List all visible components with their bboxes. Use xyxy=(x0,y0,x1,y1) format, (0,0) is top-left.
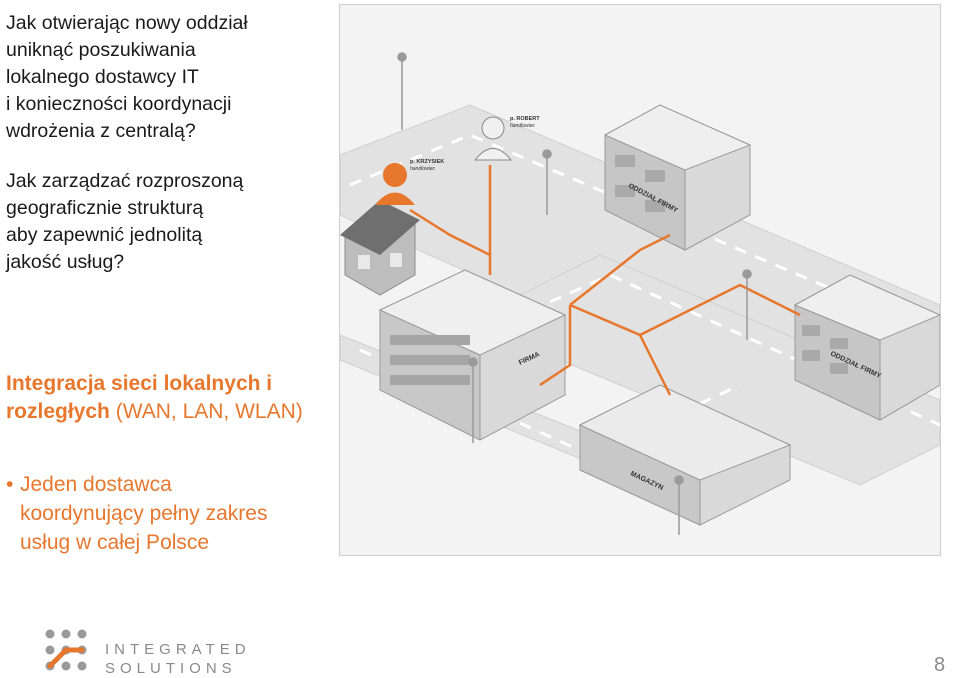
logo-line-1: INTEGRATED xyxy=(105,641,251,658)
person-robert-role: handlowiec xyxy=(510,123,536,129)
page-number: 8 xyxy=(934,654,946,676)
logo-text: INTEGRATED SOLUTIONS xyxy=(105,640,251,678)
bullet-text: Jeden dostawca koordynujący pełny zakres… xyxy=(20,473,268,554)
integration-rest: (WAN, LAN, WLAN) xyxy=(109,400,303,423)
integration-heading: Integracja sieci lokalnych i rozległych … xyxy=(6,370,336,426)
bullet-dot-icon: • xyxy=(6,473,14,496)
network-cables xyxy=(409,165,801,396)
integration-bold: Integracja sieci lokalnych i rozległych xyxy=(6,372,273,423)
integrated-solutions-logo xyxy=(45,629,87,671)
person-krzysiek-role: handlowiec xyxy=(410,166,436,172)
person-krzysiek: p. KRZYSIEK handlowiec xyxy=(375,159,444,205)
person-krzysiek-name: p. KRZYSIEK xyxy=(410,159,444,165)
logo-line-2: SOLUTIONS xyxy=(105,660,237,677)
city-network-drawing: ODDZIAŁ FIRMY ODDZIAŁ FIRMY FIRMA MAGAZY… xyxy=(339,5,942,555)
question-distributed-management: Jak zarządzać rozproszoną geograficznie … xyxy=(6,170,244,273)
person-robert: p. ROBERT handlowiec xyxy=(473,116,540,161)
question-branch-opening: Jak otwierając nowy oddział uniknąć posz… xyxy=(6,12,248,142)
logo-orange-mark-icon xyxy=(47,647,85,669)
building-branch-2: ODDZIAŁ FIRMY xyxy=(793,274,942,421)
lamp-posts xyxy=(397,52,752,535)
network-illustration: ODDZIAŁ FIRMY ODDZIAŁ FIRMY FIRMA MAGAZY… xyxy=(339,4,942,556)
building-headquarters: FIRMA xyxy=(378,269,567,441)
building-branch-1: ODDZIAŁ FIRMY xyxy=(603,104,752,251)
person-robert-name: p. ROBERT xyxy=(510,116,540,122)
building-warehouse: MAGAZYN xyxy=(578,384,792,526)
